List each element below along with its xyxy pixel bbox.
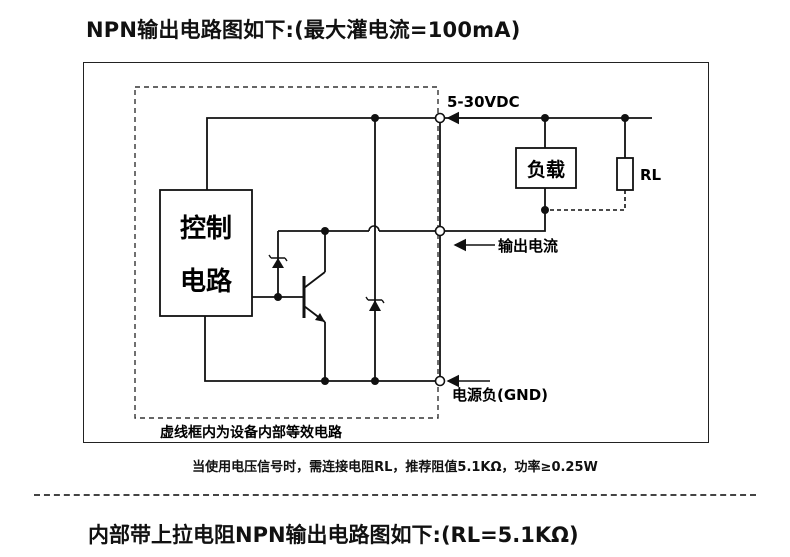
- transistor-collector: [303, 271, 326, 289]
- section-divider: [34, 494, 756, 496]
- usage-note: 当使用电压信号时，需连接电阻RL，推荐阻值5.1KΩ，功率≥0.25W: [192, 460, 598, 475]
- dashed-box-caption: 虚线框内为设备内部等效电路: [160, 424, 343, 441]
- control-circuit-box: [159, 189, 253, 317]
- base-zener-diode: [272, 258, 284, 268]
- diagram-frame: [83, 62, 709, 443]
- supply-terminal: [434, 112, 446, 124]
- junction-dot: [541, 114, 549, 122]
- resistor-label: RL: [640, 166, 662, 184]
- load-label: 负载: [527, 158, 565, 181]
- junction-dot: [371, 114, 379, 122]
- output-terminal: [434, 225, 446, 237]
- junction-dot: [274, 293, 282, 301]
- ground-rail: [204, 316, 436, 382]
- junction-dot: [371, 377, 379, 385]
- junction-dots: [274, 114, 629, 385]
- base-zener-bar: [268, 254, 288, 262]
- protection-zener-diode: [369, 300, 381, 311]
- control-circuit-label-line1: 控制: [180, 214, 232, 244]
- pullup-resistor: [616, 157, 634, 191]
- internal-circuit-boundary: [134, 86, 439, 419]
- load-output-wire: [444, 210, 546, 232]
- junction-dot: [541, 206, 549, 214]
- supply-rail: [206, 117, 436, 190]
- emitter-arrow: [315, 313, 325, 322]
- junction-dot: [321, 377, 329, 385]
- page-title: NPN输出电路图如下:(最大灌电流=100mA): [86, 18, 521, 42]
- protection-zener-bar: [365, 296, 385, 304]
- ground-terminal: [434, 375, 446, 387]
- ground-label: 电源负(GND): [452, 386, 548, 404]
- supply-voltage-label: 5-30VDC: [447, 93, 520, 111]
- load-box: [515, 147, 577, 189]
- wire-crossover: [368, 225, 380, 232]
- next-section-title: 内部带上拉电阻NPN输出电路图如下:(RL=5.1KΩ): [88, 523, 579, 547]
- control-circuit-label-line2: 电路: [180, 266, 233, 297]
- junction-dot: [621, 114, 629, 122]
- resistor-optional-wire: [545, 190, 626, 211]
- junction-dot: [321, 227, 329, 235]
- output-current-label: 输出电流: [498, 237, 558, 255]
